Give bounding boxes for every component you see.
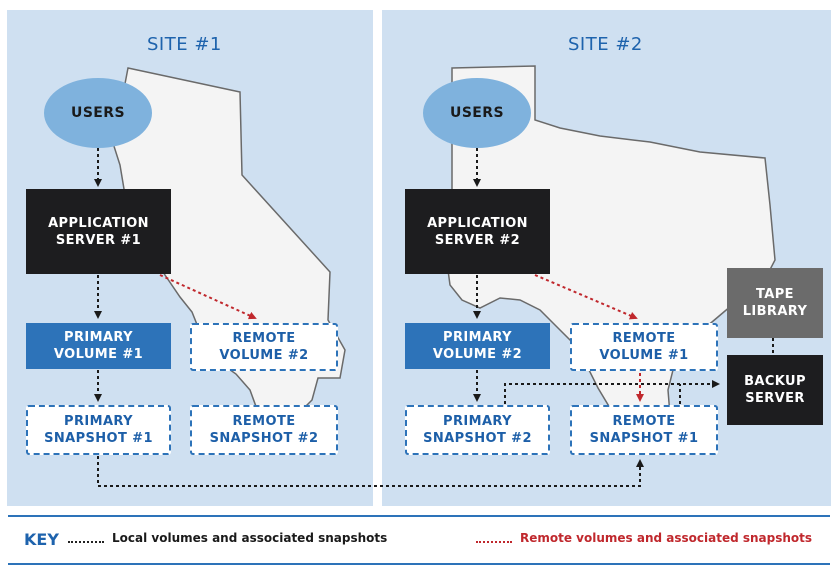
site2-title: SITE #2 bbox=[568, 34, 643, 55]
site1-primary-volume-line1: PRIMARY bbox=[64, 330, 133, 345]
key-local-text: Local volumes and associated snapshots bbox=[112, 531, 388, 545]
site1-users: USERS bbox=[44, 78, 152, 148]
tape-library-line2: LIBRARY bbox=[742, 304, 808, 319]
arrow-app2-to-remote-volume1 bbox=[534, 274, 638, 320]
site2-app-server: APPLICATION SERVER #2 bbox=[405, 189, 550, 274]
site2-remote-volume-line1: REMOTE bbox=[612, 331, 676, 346]
key-local-line-sample bbox=[68, 541, 104, 543]
legend-key: KEY Local volumes and associated snapsho… bbox=[8, 515, 830, 565]
key-label: KEY bbox=[24, 530, 59, 549]
arrow-snapshots-to-backup bbox=[504, 380, 720, 404]
site2-remote-snapshot-line1: REMOTE bbox=[612, 414, 676, 429]
site1-primary-snapshot-line1: PRIMARY bbox=[64, 414, 133, 429]
site1-primary-volume-line2: VOLUME #1 bbox=[53, 347, 144, 362]
site1-remote-snapshot: REMOTE SNAPSHOT #2 bbox=[190, 405, 338, 455]
tape-library-line1: TAPE bbox=[756, 287, 794, 302]
backup-server-line1: BACKUP bbox=[744, 374, 806, 389]
arrow-app1-to-remote-volume2 bbox=[159, 274, 257, 320]
site1-primary-snapshot: PRIMARY SNAPSHOT #1 bbox=[26, 405, 171, 455]
site2-users: USERS bbox=[423, 78, 531, 148]
site2-primary-volume: PRIMARY VOLUME #2 bbox=[405, 323, 550, 369]
site2-app-server-line1: APPLICATION bbox=[427, 215, 528, 231]
site1-primary-volume: PRIMARY VOLUME #1 bbox=[26, 323, 171, 369]
site1-remote-snapshot-line2: SNAPSHOT #2 bbox=[209, 431, 319, 446]
site2-primary-volume-line1: PRIMARY bbox=[443, 330, 512, 345]
site1-title: SITE #1 bbox=[147, 34, 222, 55]
tape-library: TAPE LIBRARY bbox=[727, 268, 823, 338]
site2-remote-snapshot-line2: SNAPSHOT #1 bbox=[589, 431, 699, 446]
site1-primary-snapshot-line2: SNAPSHOT #1 bbox=[44, 431, 153, 446]
site1-remote-volume-line1: REMOTE bbox=[232, 331, 296, 346]
site1-users-label: USERS bbox=[71, 104, 125, 121]
site2-remote-snapshot: REMOTE SNAPSHOT #1 bbox=[570, 405, 718, 455]
site2-remote-volume: REMOTE VOLUME #1 bbox=[570, 323, 718, 371]
site1-remote-volume: REMOTE VOLUME #2 bbox=[190, 323, 338, 371]
key-remote-text: Remote volumes and associated snapshots bbox=[520, 531, 813, 545]
site1-app-server-line2: SERVER #1 bbox=[55, 232, 142, 248]
arrow-snapshot1-to-remote-snapshot1 bbox=[97, 456, 644, 487]
site2-primary-volume-line2: VOLUME #2 bbox=[432, 347, 523, 362]
site2-primary-snapshot: PRIMARY SNAPSHOT #2 bbox=[405, 405, 550, 455]
site1-remote-volume-line2: VOLUME #2 bbox=[219, 348, 309, 363]
site2-app-server-line2: SERVER #2 bbox=[434, 232, 521, 248]
backup-server-line2: SERVER bbox=[745, 391, 805, 406]
site1-remote-snapshot-line1: REMOTE bbox=[232, 414, 296, 429]
site2-users-label: USERS bbox=[450, 104, 504, 121]
site1-app-server: APPLICATION SERVER #1 bbox=[26, 189, 171, 274]
site1-app-server-line1: APPLICATION bbox=[48, 215, 149, 231]
backup-server: BACKUP SERVER bbox=[727, 355, 823, 425]
site2-remote-volume-line2: VOLUME #1 bbox=[599, 348, 689, 363]
site2-primary-snapshot-line1: PRIMARY bbox=[443, 414, 512, 429]
key-remote-line-sample bbox=[476, 541, 512, 543]
site2-primary-snapshot-line2: SNAPSHOT #2 bbox=[423, 431, 532, 446]
